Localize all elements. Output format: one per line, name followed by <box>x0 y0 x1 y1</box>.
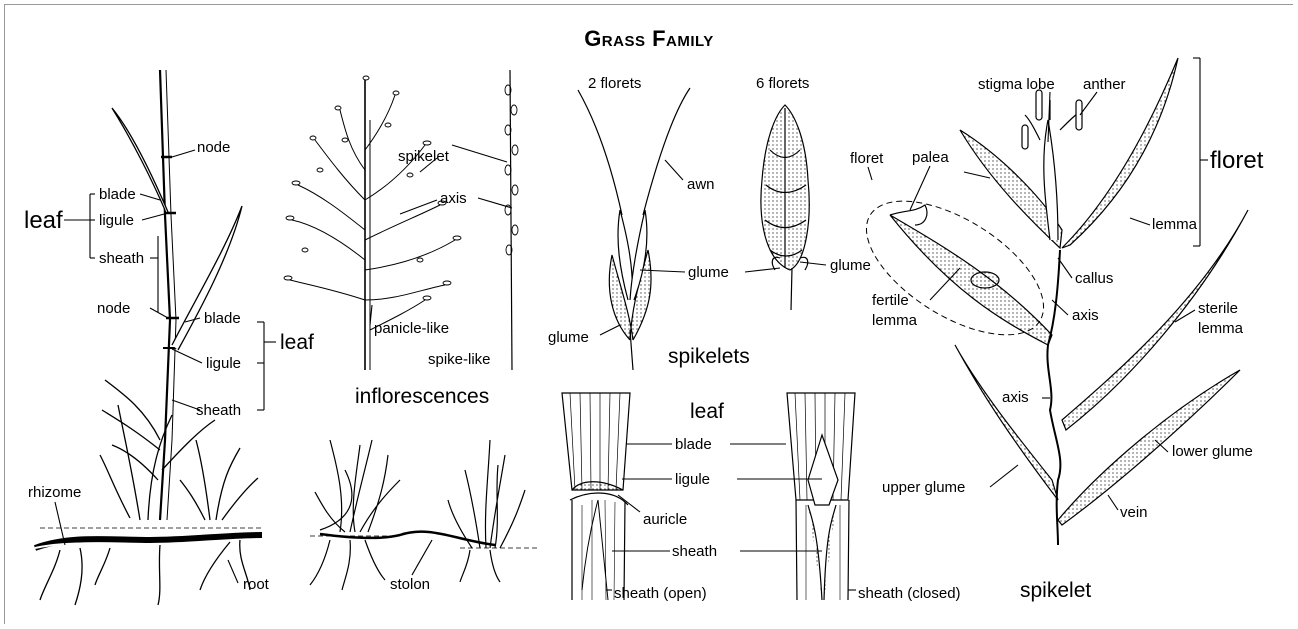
node-label-top: node <box>197 139 230 156</box>
rhizome-label: rhizome <box>28 484 81 501</box>
callus-label: callus <box>1075 270 1113 287</box>
stolon-label: stolon <box>390 576 430 593</box>
blade-label: blade <box>99 186 136 203</box>
leaf-detail-closed-drawing <box>787 393 855 600</box>
sheath-open-label: sheath (open) <box>614 585 707 602</box>
spikelet-caption: spikelet <box>1020 579 1091 602</box>
spike-label: spike-like <box>428 351 491 368</box>
inflorescences-caption: inflorescences <box>355 385 489 408</box>
spikelets-caption: spikelets <box>668 345 750 368</box>
sheath-closed-label: sheath (closed) <box>858 585 961 602</box>
two-florets-label: 2 florets <box>588 75 641 92</box>
ligule-label-lower: ligule <box>206 355 241 372</box>
vein-label: vein <box>1120 504 1148 521</box>
axis-label: axis <box>440 190 467 207</box>
floret-label: floret <box>850 150 884 167</box>
awn-label: awn <box>687 176 715 193</box>
lemma-label: lemma <box>1152 216 1198 233</box>
spikelet-label: spikelet <box>398 148 450 165</box>
fertile-label: fertile <box>872 292 909 309</box>
upper-glume-label: upper glume <box>882 479 965 496</box>
anther-label: anther <box>1083 76 1126 93</box>
sheath-label: sheath <box>99 250 144 267</box>
lower-glume-label: lower glume <box>1172 443 1253 460</box>
leaf-detail-sheath-label: sheath <box>672 543 717 560</box>
leaf-detail-ligule-label: ligule <box>675 471 710 488</box>
ligule-label: ligule <box>99 212 134 229</box>
leaf-detail-caption: leaf <box>690 400 724 423</box>
glume-label-center: glume <box>688 264 729 281</box>
glume-label-right: glume <box>830 257 871 274</box>
six-florets-label: 6 florets <box>756 75 809 92</box>
floret-big-label: floret <box>1210 147 1264 174</box>
spike-drawing <box>505 70 518 370</box>
auricle-label: auricle <box>643 511 687 528</box>
leaf-detail-blade-label: blade <box>675 436 712 453</box>
axis-label-lower: axis <box>1002 389 1029 406</box>
sterile-label: sterile <box>1198 300 1238 317</box>
axis-label-upper: axis <box>1072 307 1099 324</box>
glume-label-left: glume <box>548 329 589 346</box>
blade-label-lower: blade <box>204 310 241 327</box>
root-label: root <box>243 576 270 593</box>
two-floret-spikelet-drawing <box>578 88 690 370</box>
leaf-label-main: leaf <box>24 207 63 234</box>
leaf-label-lower: leaf <box>280 331 314 354</box>
fertile-lemma-label: lemma <box>872 312 918 329</box>
stolon-plants-drawing <box>310 440 540 590</box>
panicle-label: panicle-like <box>374 320 449 337</box>
sterile-lemma-label: lemma <box>1198 320 1244 337</box>
stigma-lobe-label: stigma lobe <box>978 76 1055 93</box>
sheath-label-lower: sheath <box>196 402 241 419</box>
palea-label: palea <box>912 149 949 166</box>
six-floret-spikelet-drawing <box>761 105 809 310</box>
node-label-mid: node <box>97 300 130 317</box>
